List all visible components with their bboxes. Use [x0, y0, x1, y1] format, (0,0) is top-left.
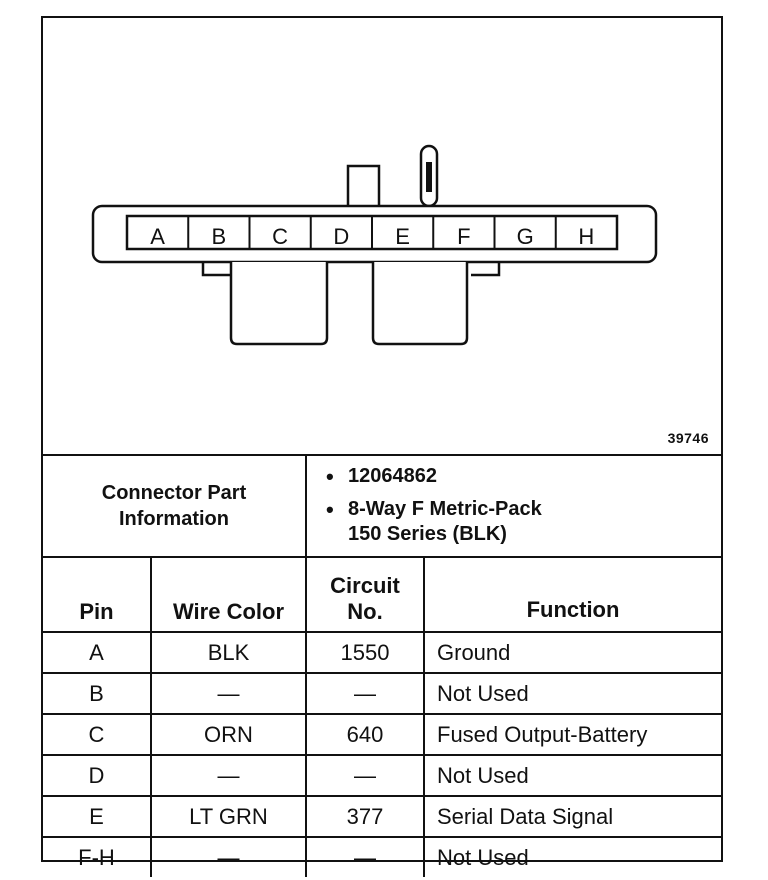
connector-body	[91, 204, 658, 264]
cell-function: Not Used	[423, 754, 721, 797]
cell-function: Not Used	[423, 672, 721, 715]
info-label-line2: Information	[119, 508, 229, 530]
pin-label-d: D	[333, 224, 349, 249]
right-ledge	[471, 262, 501, 277]
connector-info-table: Connector Part Information 12064862 8-Wa…	[43, 454, 721, 558]
connector-diagram: A B C D E F G H 39746	[43, 18, 721, 456]
cell-function: Serial Data Signal	[423, 795, 721, 838]
cell-wire-color: —	[150, 672, 307, 715]
pin-label-h: H	[578, 224, 594, 249]
cell-pin: A	[43, 631, 152, 674]
pin-label-c: C	[272, 224, 288, 249]
pin-label-b: B	[212, 224, 227, 249]
header-function: Function	[423, 556, 721, 633]
cell-circuit: —	[305, 836, 425, 877]
table-row: D — — Not Used	[43, 754, 721, 797]
cell-wire-color: LT GRN	[150, 795, 307, 838]
cell-pin: E	[43, 795, 152, 838]
cell-circuit: —	[305, 672, 425, 715]
info-label-line1: Connector Part	[101, 482, 247, 504]
cell-circuit: 640	[305, 713, 425, 756]
left-ledge	[201, 262, 231, 277]
cell-function: Fused Output-Battery	[423, 713, 721, 756]
connector-info-label: Connector Part Information	[43, 454, 307, 558]
connector-latch-slot	[426, 162, 432, 192]
cell-pin: C	[43, 713, 152, 756]
cell-pin: B	[43, 672, 152, 715]
pin-table: Pin Wire Color Circuit No. Function A BL…	[43, 556, 721, 877]
pin-dividers	[187, 216, 557, 249]
cell-pin: D	[43, 754, 152, 797]
cell-circuit: 377	[305, 795, 425, 838]
cell-wire-color: BLK	[150, 631, 307, 674]
cell-function: Not Used	[423, 836, 721, 877]
pin-label-g: G	[517, 224, 534, 249]
pin-table-header: Pin Wire Color Circuit No. Function	[43, 556, 721, 633]
connector-tab	[346, 164, 381, 206]
pin-label-a: A	[150, 224, 165, 249]
table-row: B — — Not Used	[43, 672, 721, 715]
connector-drawing: A B C D E F G H	[91, 144, 658, 346]
right-wire-boot	[371, 262, 469, 346]
table-row: F-H — — Not Used	[43, 836, 721, 877]
header-circuit: Circuit No.	[305, 556, 425, 633]
left-wire-boot	[229, 262, 329, 346]
cell-circuit: 1550	[305, 631, 425, 674]
cell-function: Ground	[423, 631, 721, 674]
header-wire-color: Wire Color	[150, 556, 307, 633]
part-number: 12064862	[326, 464, 720, 489]
table-row: A BLK 1550 Ground	[43, 631, 721, 674]
pin-label-f: F	[457, 224, 470, 249]
cell-circuit: —	[305, 754, 425, 797]
header-pin: Pin	[43, 556, 152, 633]
figure-number: 39746	[667, 430, 709, 446]
table-row: E LT GRN 377 Serial Data Signal	[43, 795, 721, 838]
table-row: C ORN 640 Fused Output-Battery	[43, 713, 721, 756]
pin-label-e: E	[395, 224, 410, 249]
pin-labels: A B C D E F G H	[150, 224, 594, 249]
cell-wire-color: ORN	[150, 713, 307, 756]
cell-wire-color: —	[150, 836, 307, 877]
cell-pin: F-H	[43, 836, 152, 877]
cell-wire-color: —	[150, 754, 307, 797]
